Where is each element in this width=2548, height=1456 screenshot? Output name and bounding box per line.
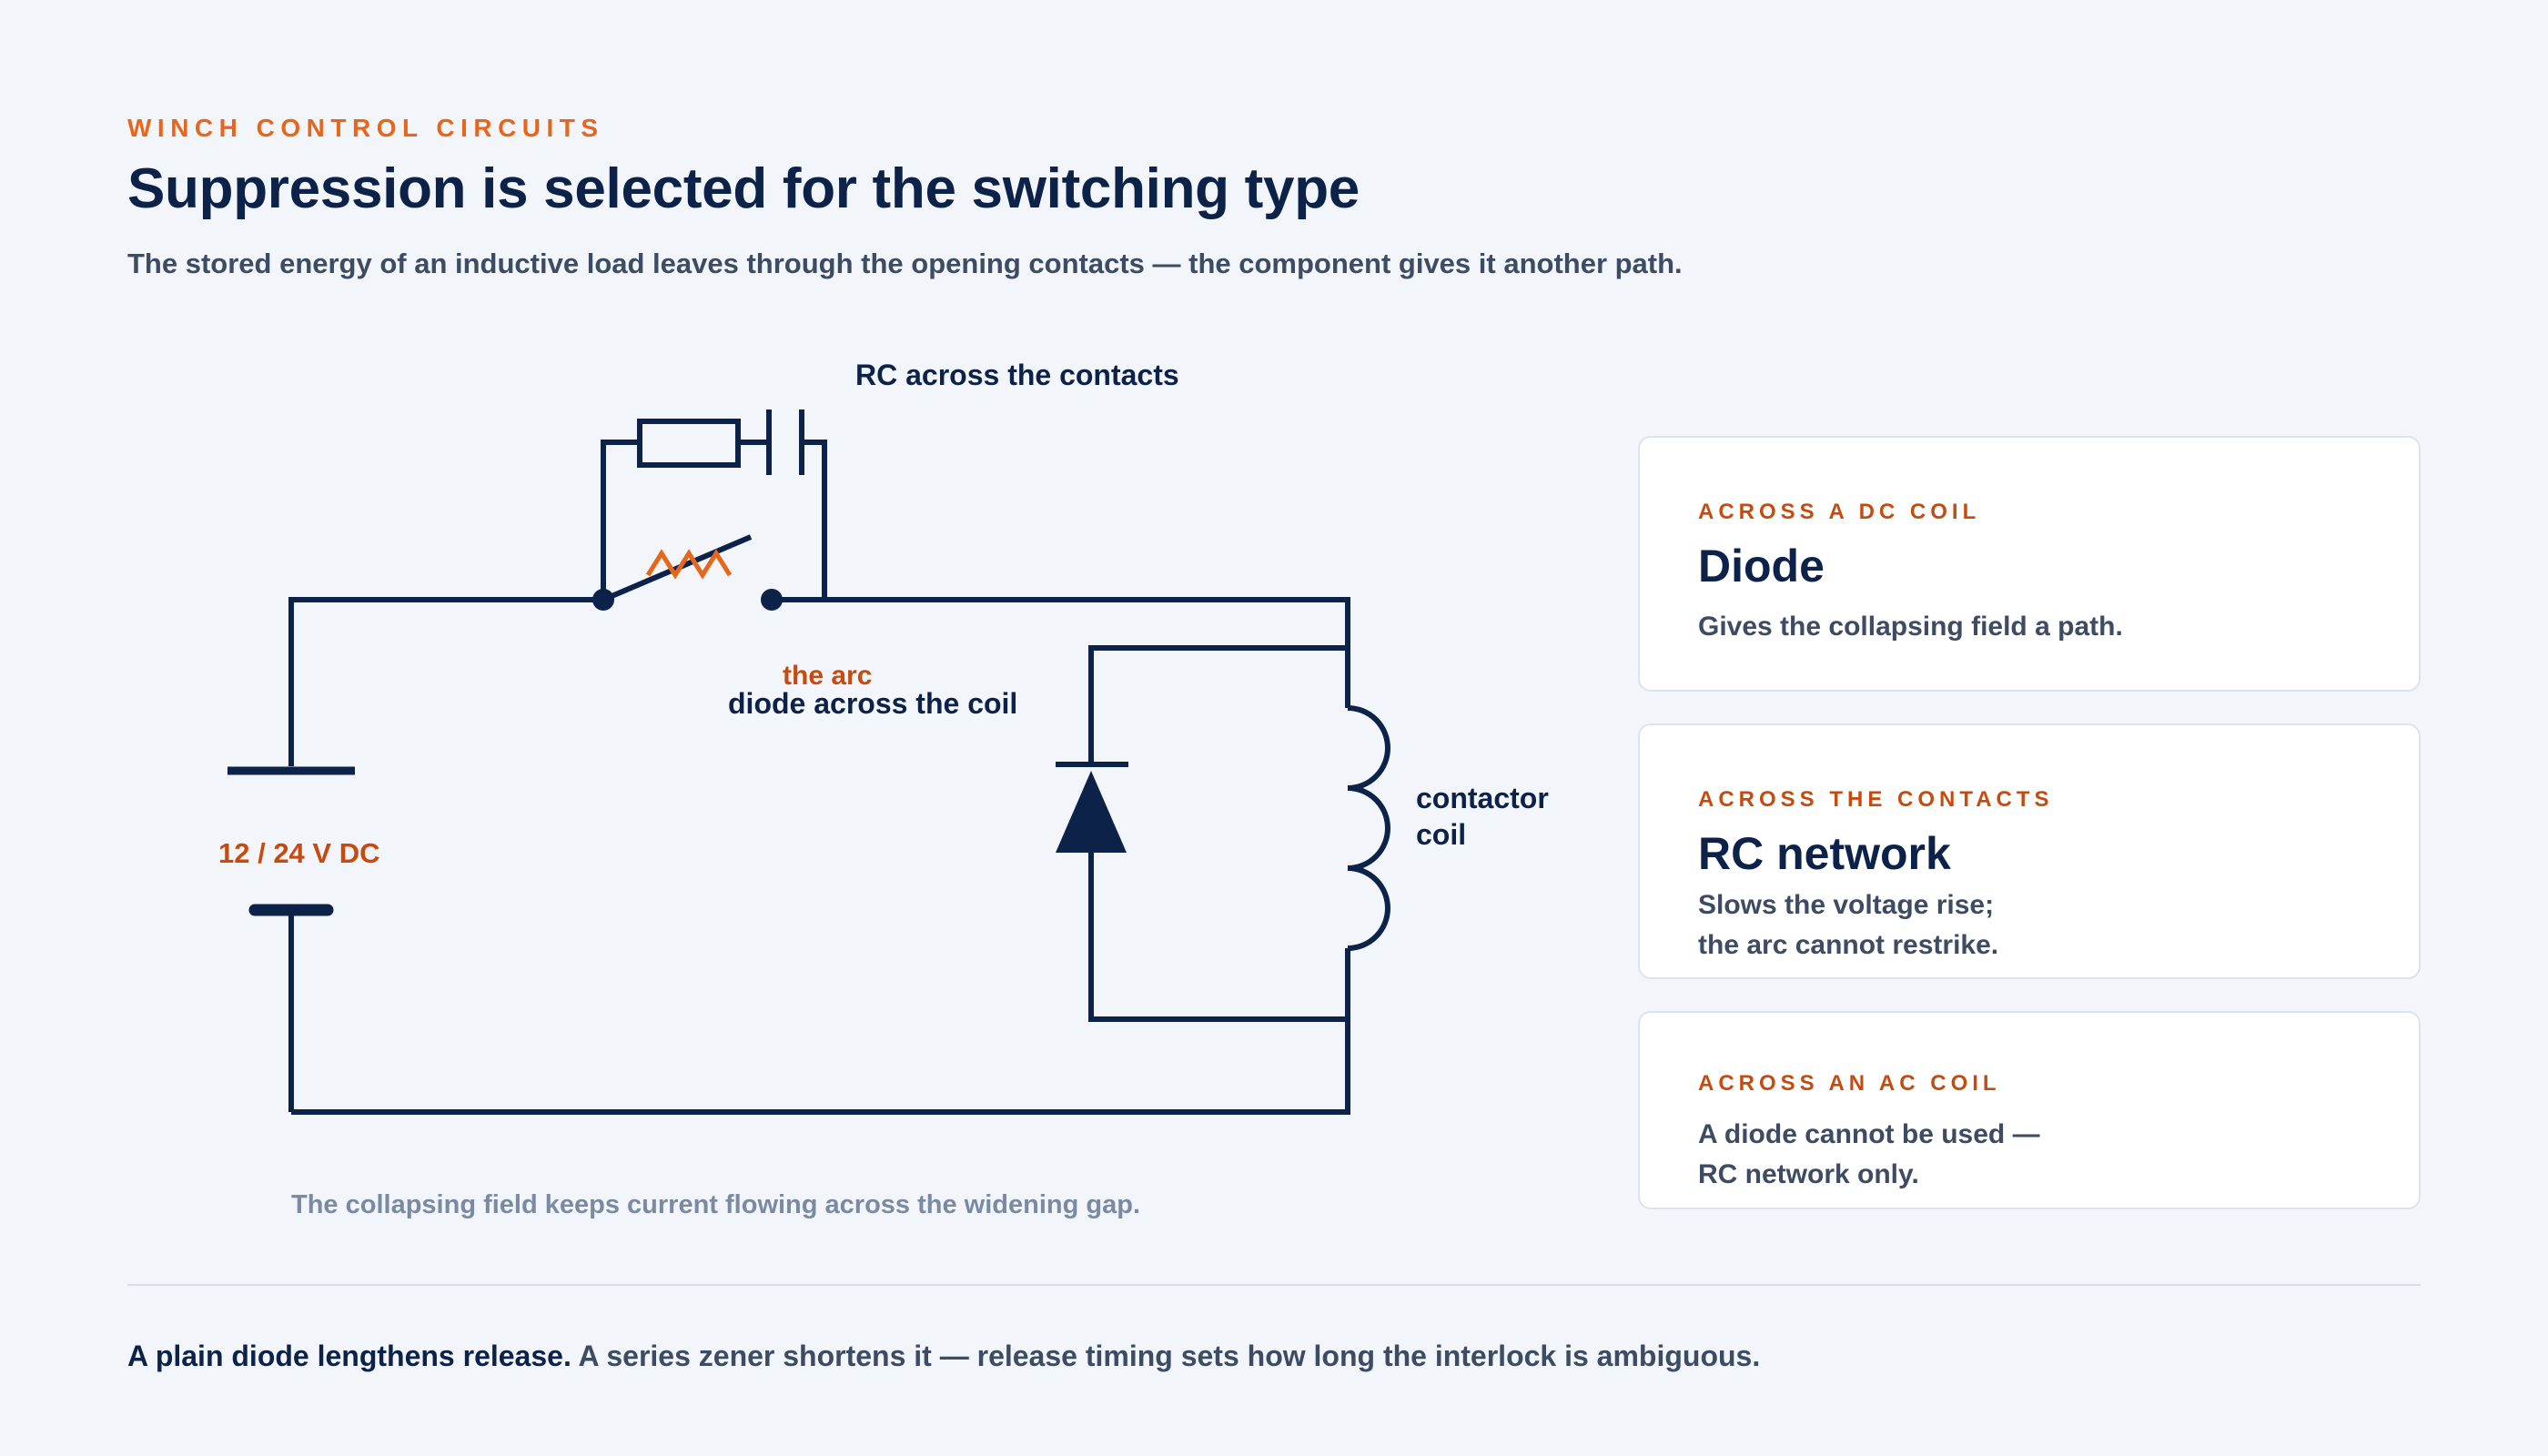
- coil-label-line2: coil: [1416, 818, 1466, 851]
- card-kicker: ACROSS AN AC COIL: [1698, 1071, 2001, 1096]
- card-body-line: Gives the collapsing field a path.: [1698, 612, 2123, 642]
- card-body: Slows the voltage rise; the arc cannot r…: [1698, 885, 2353, 966]
- arc-label: the arc: [783, 661, 872, 691]
- card-kicker: ACROSS A DC COIL: [1698, 500, 1981, 524]
- eyebrow-label: WINCH CONTROL CIRCUITS: [127, 114, 604, 142]
- card-kicker: ACROSS THE CONTACTS: [1698, 787, 2054, 812]
- switch-contact-left: [592, 589, 614, 611]
- wire-bottom: [291, 948, 1350, 1115]
- card-diode: ACROSS A DC COIL Diode Gives the collaps…: [1638, 436, 2421, 692]
- diode-label: diode across the coil: [728, 687, 1017, 720]
- diode-branch: [1088, 645, 1348, 764]
- card-body: Gives the collapsing field a path.: [1698, 607, 2353, 647]
- diode-branch-bottom: [1088, 853, 1348, 1022]
- page-subtitle: The stored energy of an inductive load l…: [127, 248, 1683, 279]
- card-rc-network: ACROSS THE CONTACTS RC network Slows the…: [1638, 723, 2421, 979]
- card-body-line: RC network only.: [1698, 1159, 1919, 1189]
- supply-label: 12 / 24 V DC: [218, 837, 379, 869]
- card-body-line: A diode cannot be used —: [1698, 1119, 2040, 1149]
- card-title: Diode: [1698, 541, 1825, 592]
- switch-contact-right: [761, 589, 783, 611]
- footer-lead: A plain diode lengthens release.: [127, 1340, 571, 1372]
- rc-branch-left: [601, 440, 640, 600]
- wire-top-right: [772, 597, 1350, 708]
- card-body-line: the arc cannot restrike.: [1698, 930, 1999, 960]
- coil-label-line1: contactor: [1416, 782, 1549, 814]
- card-title: RC network: [1698, 828, 1951, 879]
- footer-rest: A series zener shortens it — release tim…: [578, 1340, 1761, 1372]
- diode-triangle: [1056, 771, 1127, 853]
- rc-label: RC across the contacts: [855, 359, 1179, 391]
- resistor: [637, 419, 741, 468]
- arc-spark: [645, 549, 733, 580]
- card-ac-coil: ACROSS AN AC COIL A diode cannot be used…: [1638, 1011, 2421, 1209]
- card-body-line: Slows the voltage rise;: [1698, 890, 1995, 920]
- rc-branch-right: [802, 440, 827, 600]
- wire-top-left: [288, 597, 603, 766]
- footer-divider: [127, 1284, 2421, 1286]
- page-title: Suppression is selected for the switchin…: [127, 157, 1360, 220]
- diagram-caption: The collapsing field keeps current flowi…: [291, 1190, 1140, 1219]
- coil-winding: [1347, 705, 1390, 951]
- footer-note: A plain diode lengthens release. A serie…: [127, 1340, 1760, 1373]
- card-body: A diode cannot be used — RC network only…: [1698, 1115, 2353, 1195]
